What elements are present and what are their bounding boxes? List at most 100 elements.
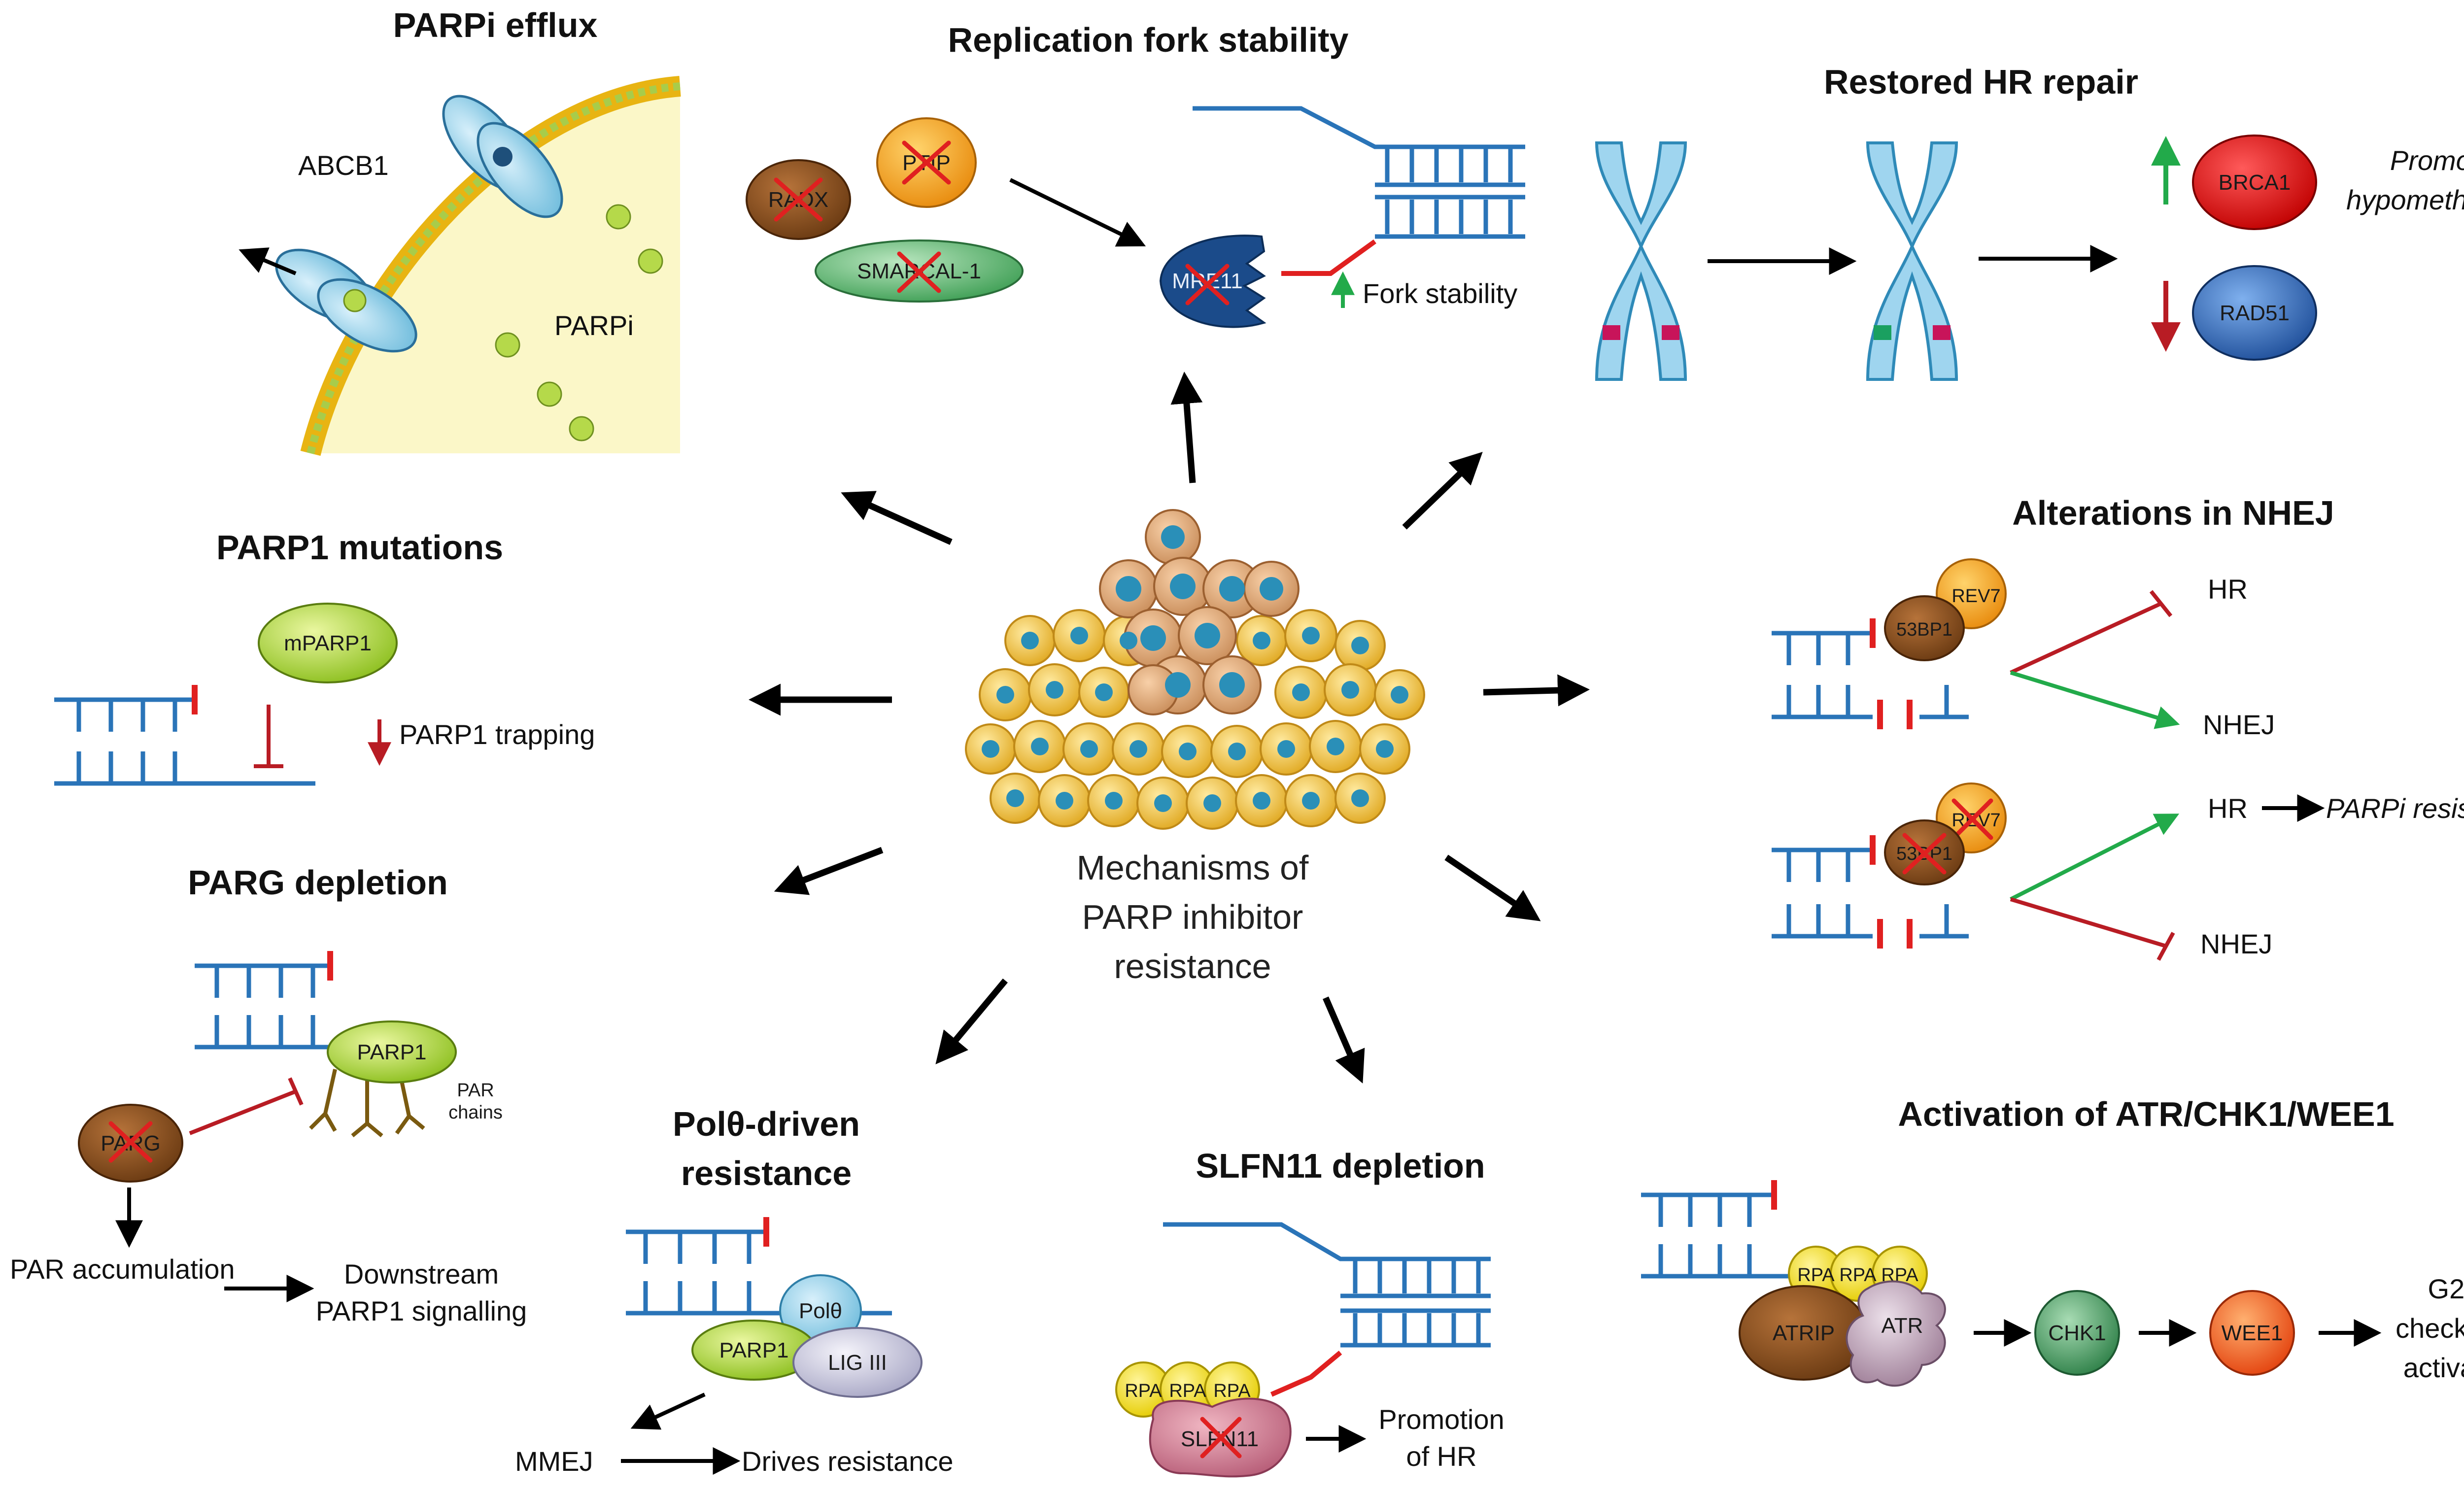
chromosome-2 [1866, 141, 1958, 381]
polq-title-line1: Polθ-driven [673, 1105, 860, 1143]
panel-slfn11-depletion: SLFN11 depletion RPA RPA RPA SLFN11 [1115, 1147, 1505, 1478]
rad51-protein: RAD51 [2192, 265, 2317, 361]
parg-protein: PARG [78, 1104, 183, 1183]
nhej-top-hr-label: HR [2208, 574, 2248, 605]
parg-inhibit-bar [288, 1077, 304, 1106]
chains-label: chains [448, 1102, 503, 1123]
parp1mut-dna [54, 685, 315, 786]
fork-factor-arrow [1009, 178, 1146, 247]
parp1-trapping-label: PARP1 trapping [399, 719, 595, 750]
svg-text:WEE1: WEE1 [2222, 1321, 2283, 1345]
panel-parp1-mutations: PARP1 mutations mPARP1 PARP1 trapping [54, 528, 595, 786]
fork-dna [1193, 106, 1525, 276]
center-arrows [749, 372, 1590, 1084]
panel-restored-hr: Restored HR repair BRCA1 RAD51 Promoter … [1595, 63, 2464, 381]
svg-text:PARP1: PARP1 [719, 1338, 788, 1362]
atr-title: Activation of ATR/CHK1/WEE1 [1898, 1095, 2394, 1133]
nhej-bottom-inhibit-bar [2156, 932, 2175, 961]
panel-parg-depletion: PARG depletion PARP1 PAR chains PARG [10, 863, 527, 1326]
chromosome-1 [1595, 141, 1687, 381]
nhej-bottom-to-hr [2010, 814, 2180, 901]
fork-title: Replication fork stability [948, 21, 1349, 59]
svg-text:BRCA1: BRCA1 [2219, 170, 2291, 195]
mparp1-protein: mPARP1 [258, 603, 398, 683]
arrow-to-efflux [841, 491, 953, 545]
smarcal1-protein: SMARCAL-1 [815, 239, 1024, 303]
parp1-protein-parg: PARP1 [327, 1020, 457, 1084]
nhej-top-to-nhej [2010, 671, 2180, 729]
svg-text:53BP1: 53BP1 [1896, 619, 1952, 640]
atr-dna [1641, 1180, 1801, 1279]
g2m-label: G2/M [2428, 1273, 2464, 1304]
mmej-label: MMEJ [515, 1446, 593, 1477]
parpi-label: PARPi [554, 310, 634, 341]
nhej-top-dna [1772, 618, 1969, 729]
atrip-protein: ATRIP [1739, 1285, 1869, 1381]
svg-text:REV7: REV7 [1951, 586, 2000, 607]
nhej-top-inhibit-hr [2010, 602, 2162, 675]
nhej-top-inhibit-hr-bar [2149, 590, 2173, 617]
center-title-line3: resistance [1114, 947, 1271, 985]
svg-text:RAD51: RAD51 [2220, 301, 2290, 325]
svg-text:CHK1: CHK1 [2048, 1321, 2106, 1345]
parp1-signalling-label: PARP1 signalling [316, 1295, 527, 1326]
nhej-bottom-inhibit-nhej [2010, 897, 2167, 948]
activation-label: activation [2403, 1352, 2464, 1383]
membrane-lipid-heads [307, 82, 681, 454]
mre11-protein: MRE11 [1159, 235, 1266, 328]
lig3-protein: LIG III [792, 1327, 923, 1398]
cell-cytoplasm [310, 86, 680, 453]
nhej-bottom-dna [1772, 835, 1969, 949]
svg-text:ATRIP: ATRIP [1773, 1321, 1835, 1345]
wee1-protein: WEE1 [2209, 1290, 2295, 1376]
svg-text:mPARP1: mPARP1 [284, 631, 372, 655]
svg-text:Polθ: Polθ [799, 1299, 842, 1323]
parg-inhibit-line [189, 1089, 297, 1135]
svg-text:RPA: RPA [1125, 1381, 1162, 1401]
nhej-bottom-nhej-label: NHEJ [2200, 928, 2272, 959]
hypomethylation-label: hypomethylation [2346, 184, 2464, 215]
svg-text:LIG III: LIG III [828, 1351, 887, 1375]
brca1-protein: BRCA1 [2192, 135, 2317, 230]
arrow-to-nhej-bottom [1444, 854, 1541, 921]
of-hr-label: of HR [1406, 1441, 1476, 1472]
arrow-to-hr [1402, 451, 1483, 530]
panel-atr-activation: Activation of ATR/CHK1/WEE1 RPA RPA RPA … [1641, 1095, 2464, 1387]
arrow-to-parg [774, 847, 884, 895]
downstream-label: Downstream [344, 1258, 499, 1289]
parpi-resistance-label: PARPi resistance [2326, 793, 2464, 824]
rev7-protein-bottom: REV7 [1936, 782, 2007, 853]
promotion-label: Promotion [1378, 1404, 1504, 1435]
53bp1-protein-top: 53BP1 [1884, 595, 1965, 661]
arrow-to-slfn [1323, 996, 1365, 1084]
svg-text:ATR: ATR [1882, 1314, 1923, 1338]
par-accumulation-label: PAR accumulation [10, 1254, 235, 1285]
atr-protein: ATR [1846, 1280, 1946, 1387]
fork-stability-label: Fork stability [1363, 278, 1517, 309]
polq-mmej-arrow [630, 1392, 706, 1430]
arrow-to-polq [935, 978, 1008, 1064]
nhej-title: Alterations in NHEJ [2012, 494, 2334, 532]
panel-polq-resistance: Polθ-driven resistance Polθ PARP1 LIG II… [515, 1105, 953, 1477]
parg-dna [195, 951, 365, 1050]
panel-fork-stability: Replication fork stability PTIP RADX SMA… [746, 21, 1525, 328]
chk1-protein: CHK1 [2034, 1290, 2120, 1376]
slfn-title: SLFN11 depletion [1196, 1147, 1485, 1185]
parpi-molecules [495, 204, 663, 441]
ptip-protein: PTIP [876, 117, 977, 208]
promoter-label: Promoter [2390, 145, 2464, 176]
drives-resistance-label: Drives resistance [742, 1446, 953, 1477]
panel-parpi-efflux: PARPi efflux ABCB1 PARPi [239, 6, 681, 456]
abcb1-label: ABCB1 [298, 150, 389, 181]
panel-alterations-nhej: Alterations in NHEJ REV7 53BP1 HR [1772, 494, 2464, 961]
center-title-line2: PARP inhibitor [1082, 898, 1303, 936]
tumour-cell-cluster [965, 509, 1425, 830]
radx-protein: RADX [746, 159, 851, 240]
par-chains [309, 1069, 425, 1138]
slfn11-protein: SLFN11 [1149, 1397, 1292, 1478]
slfn-dna [1163, 1222, 1491, 1397]
parp1mut-title: PARP1 mutations [216, 528, 503, 567]
efflux-out-arrow [239, 247, 297, 275]
svg-text:RPA: RPA [1169, 1381, 1206, 1401]
par-label: PAR [457, 1080, 494, 1101]
